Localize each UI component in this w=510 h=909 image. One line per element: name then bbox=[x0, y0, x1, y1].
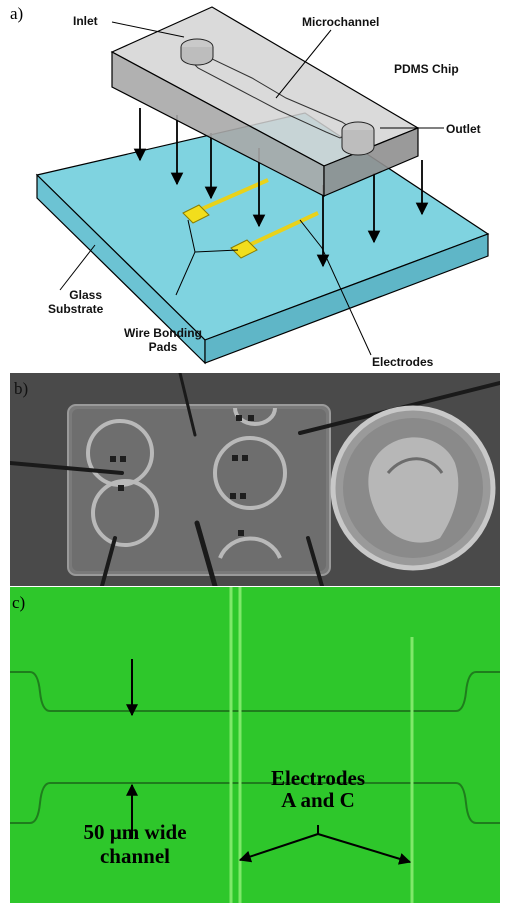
wire-bonding-line1: Wire Bonding bbox=[124, 326, 202, 340]
channel-walls bbox=[10, 671, 500, 824]
panel-a-label: a) bbox=[10, 4, 24, 23]
electrodes-label: Electrodes bbox=[372, 355, 434, 369]
inlet-port bbox=[180, 38, 214, 66]
device-photo bbox=[10, 373, 500, 586]
channel-width-line1: 50 µm wide bbox=[83, 820, 187, 844]
channel-width-line2: channel bbox=[99, 844, 170, 868]
electrode-pads bbox=[182, 178, 319, 259]
electrodes-ac-line1: Electrodes bbox=[270, 766, 366, 790]
panel-b-label: b) bbox=[14, 379, 29, 398]
leader-lines bbox=[59, 219, 372, 356]
panel-b-photo: b) bbox=[10, 373, 500, 586]
electrodes-ac-label: Electrodes A and C bbox=[248, 767, 388, 811]
panel-c-micrograph: c) Electrodes A and C 50 µm wide channel bbox=[10, 587, 500, 903]
inlet-label: Inlet bbox=[73, 14, 98, 28]
electrode-lines bbox=[229, 587, 414, 903]
panel-a: a) bbox=[0, 0, 510, 372]
wire-bonding-line2: Pads bbox=[148, 340, 178, 354]
glass-substrate-line1: Glass bbox=[69, 288, 102, 302]
outlet-label: Outlet bbox=[446, 122, 481, 136]
wire-bonding-label: Wire Bonding Pads bbox=[118, 326, 208, 354]
glass-substrate-label: Glass Substrate bbox=[48, 288, 104, 316]
electrodes-ac-line2: A and C bbox=[281, 788, 355, 812]
dime-coin bbox=[330, 405, 496, 571]
pdms-chip-label: PDMS Chip bbox=[394, 62, 459, 76]
glass-substrate-line2: Substrate bbox=[48, 302, 104, 316]
microchannel-label: Microchannel bbox=[302, 15, 380, 29]
channel-width-label: 50 µm wide channel bbox=[65, 820, 205, 868]
micrograph-image bbox=[10, 587, 500, 903]
schematic-diagram bbox=[35, 6, 490, 365]
outlet-port bbox=[341, 121, 375, 156]
panel-c-label: c) bbox=[12, 593, 26, 612]
pdms-chip bbox=[110, 6, 420, 197]
